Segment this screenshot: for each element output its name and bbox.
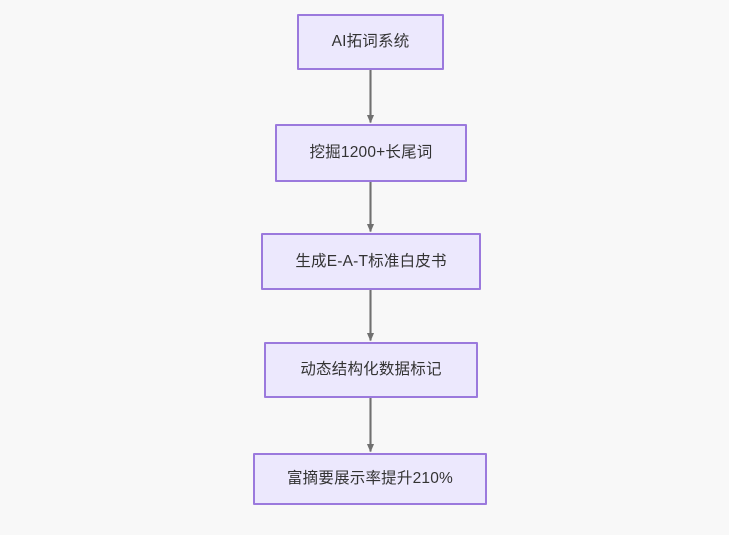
- flowchart-node-label: 动态结构化数据标记: [300, 361, 442, 379]
- flowchart-node-eat-whitepaper[interactable]: 生成E-A-T标准白皮书: [261, 233, 481, 290]
- flowchart-node-label: 生成E-A-T标准白皮书: [295, 252, 447, 270]
- flowchart-node-structured-data-markup[interactable]: 动态结构化数据标记: [264, 342, 478, 398]
- flowchart-node-rich-snippet-result[interactable]: 富摘要展示率提升210%: [253, 453, 487, 505]
- flowchart-node-label: AI拓词系统: [331, 33, 410, 51]
- flowchart-node-ai-keyword-system[interactable]: AI拓词系统: [297, 14, 444, 70]
- flowchart-node-longtail-keywords[interactable]: 挖掘1200+长尾词: [275, 124, 467, 182]
- flowchart-node-label: 挖掘1200+长尾词: [309, 144, 433, 162]
- flowchart-node-label: 富摘要展示率提升210%: [286, 470, 454, 488]
